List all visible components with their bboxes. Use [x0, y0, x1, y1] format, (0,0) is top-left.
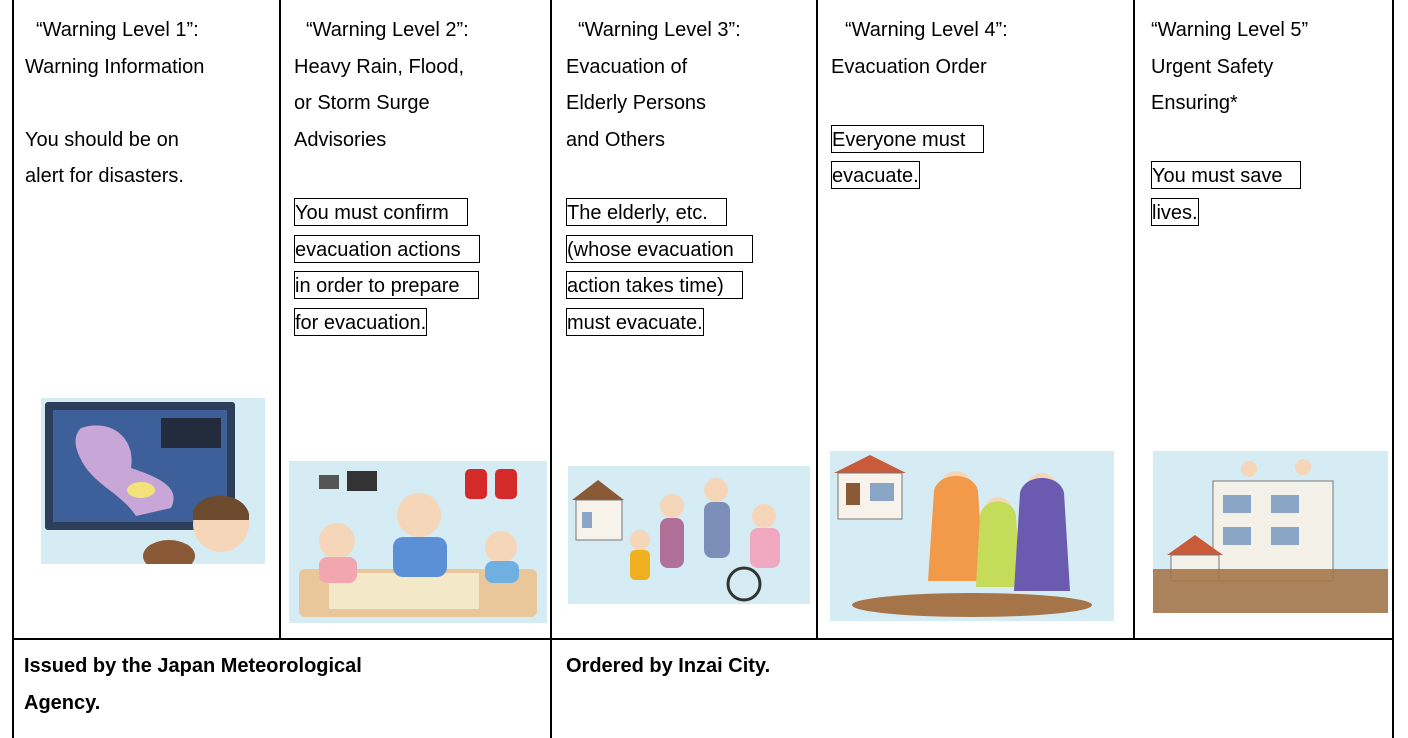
level-3-boxed-line: The elderly, etc. [566, 197, 727, 226]
column-divider-3 [816, 0, 818, 640]
level-4-boxed-line: evacuate. [831, 161, 920, 190]
issuer-cell: Issued by the Japan Meteorological Agenc… [24, 648, 362, 722]
level-2-subtitle-line: Heavy Rain, Flood, [294, 55, 465, 78]
level-1-desc-line: You should be on [25, 128, 179, 151]
level-1-desc-line: alert for disasters. [25, 165, 184, 188]
level-1-cell: “Warning Level 1”: Warning Information Y… [25, 12, 204, 195]
family-evacuating-rain-illustration [830, 451, 1114, 621]
level-3-boxed-line: action takes time) [566, 271, 743, 300]
elderly-evacuation-illustration [568, 466, 810, 604]
level-3-subtitle-line: and Others [566, 128, 665, 151]
level-2-boxed-line: You must confirm [294, 197, 468, 226]
level-3-cell: “Warning Level 3”: Evacuation of Elderly… [566, 12, 753, 341]
issuer-line: Issued by the Japan Meteorological [24, 655, 362, 677]
level-1-title: “Warning Level 1”: [36, 19, 199, 41]
table-border-left [12, 0, 14, 738]
level-5-subtitle-line: Urgent Safety [1151, 55, 1274, 78]
level-3-boxed-line: (whose evacuation [566, 234, 753, 263]
level-3-subtitle-line: Elderly Persons [566, 92, 707, 115]
level-4-title: “Warning Level 4”: [845, 19, 1008, 41]
level-1-subtitle: Warning Information [25, 55, 205, 78]
level-2-boxed-line: for evacuation. [294, 307, 428, 336]
level-4-subtitle: Evacuation Order [831, 55, 987, 78]
column-divider-1 [279, 0, 281, 640]
table-border-right [1392, 0, 1394, 738]
level-5-title: “Warning Level 5” [1151, 19, 1309, 41]
level-2-boxed-line: evacuation actions [294, 234, 480, 263]
level-3-boxed-line: must evacuate. [566, 307, 704, 336]
level-5-cell: “Warning Level 5” Urgent Safety Ensuring… [1151, 12, 1308, 232]
family-preparing-evacuation-illustration [289, 461, 547, 623]
level-5-boxed-line: You must save [1151, 161, 1302, 190]
level-4-cell: “Warning Level 4”: Evacuation Order Ever… [831, 12, 1008, 195]
level-2-subtitle-line: Advisories [294, 128, 387, 151]
level-2-subtitle-line: or Storm Surge [294, 92, 430, 115]
level-5-boxed-line: lives. [1151, 197, 1199, 226]
row-divider [12, 638, 1394, 640]
column-divider-4 [1133, 0, 1135, 640]
issuer-line: Agency. [24, 692, 101, 714]
column-divider-2 [550, 0, 552, 738]
level-2-title: “Warning Level 2”: [306, 19, 469, 41]
tv-weather-map-family-illustration [41, 398, 265, 564]
level-5-subtitle-line: Ensuring* [1151, 92, 1238, 115]
level-4-boxed-line: Everyone must [831, 124, 985, 153]
flooded-building-rooftop-illustration [1153, 451, 1388, 613]
level-3-title: “Warning Level 3”: [578, 19, 741, 41]
level-3-subtitle-line: Evacuation of [566, 55, 688, 78]
level-2-cell: “Warning Level 2”: Heavy Rain, Flood, or… [294, 12, 480, 341]
level-2-boxed-line: in order to prepare [294, 271, 479, 300]
order-line: Ordered by Inzai City. [566, 655, 771, 677]
order-cell: Ordered by Inzai City. [566, 648, 770, 685]
